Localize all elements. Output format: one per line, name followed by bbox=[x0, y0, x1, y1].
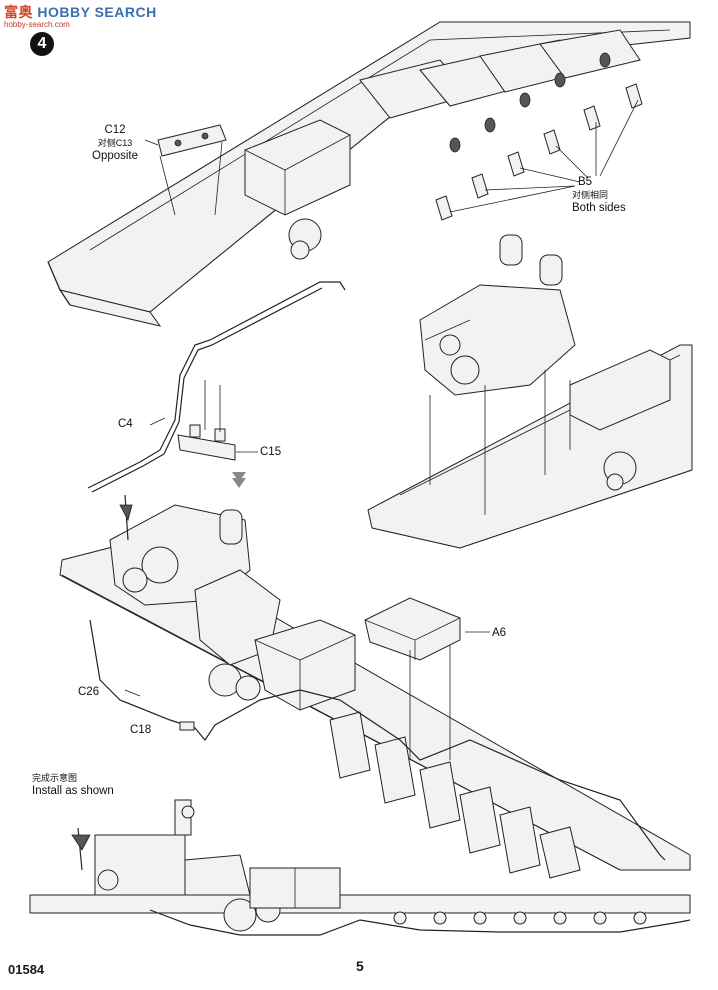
step-number-badge: 4 bbox=[30, 32, 54, 56]
kit-number: 01584 bbox=[8, 962, 45, 977]
page-number: 5 bbox=[356, 958, 364, 974]
callout-c12-note-en: Opposite bbox=[92, 150, 139, 162]
part-b5-clips bbox=[435, 83, 643, 221]
completed-view-caption: 完成示意图 Install as shown bbox=[32, 772, 114, 798]
right-engine-frame-assembly bbox=[367, 234, 693, 549]
watermark-logo: 富奥 HOBBY SEARCH hobby-search.com bbox=[4, 2, 157, 29]
watermark-brand: 富奥 HOBBY SEARCH bbox=[4, 4, 157, 20]
completed-view-title-en: Install as shown bbox=[32, 785, 114, 797]
callout-b5-note-en: Both sides bbox=[572, 202, 626, 214]
callout-b5-note-cn: 对侧相同 bbox=[572, 190, 609, 200]
callout-b5-part: B5 bbox=[578, 176, 593, 188]
callout-b5: B5 对侧相同 Both sides bbox=[572, 176, 626, 215]
completed-side-view bbox=[29, 799, 691, 936]
callout-a6: A6 bbox=[492, 627, 507, 639]
callout-c12: C12 对侧C13 Opposite bbox=[92, 124, 138, 163]
callout-c12-part: C12 bbox=[104, 124, 126, 136]
callout-c26: C26 bbox=[78, 686, 100, 698]
top-chassis-frame bbox=[47, 21, 691, 327]
completed-view-title-cn: 完成示意图 bbox=[32, 773, 78, 783]
down-arrow bbox=[232, 472, 246, 488]
part-a6-bracket bbox=[364, 597, 490, 760]
part-c12 bbox=[144, 124, 227, 216]
part-c4-tube bbox=[87, 281, 346, 493]
watermark-url: hobby-search.com bbox=[4, 20, 70, 29]
part-c15-bracket bbox=[177, 380, 258, 461]
callout-c18: C18 bbox=[130, 724, 152, 736]
callout-c4: C4 bbox=[118, 418, 133, 430]
callout-c15: C15 bbox=[260, 446, 282, 458]
lower-chassis-assembly bbox=[59, 494, 691, 879]
callout-c12-note-cn: 对侧C13 bbox=[97, 138, 133, 148]
